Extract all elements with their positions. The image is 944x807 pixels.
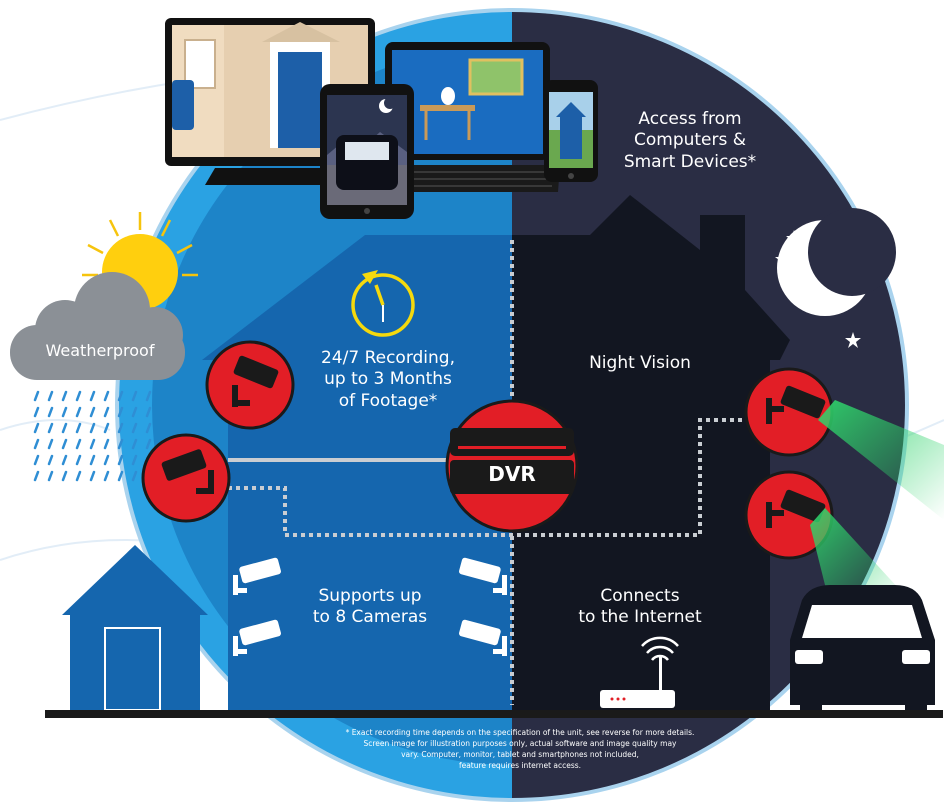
camera-badge-right-lower	[744, 470, 834, 560]
clock-icon	[351, 270, 415, 337]
recording-label: 24/7 Recording, up to 3 Months of Footag…	[320, 348, 455, 411]
indoor-cameras	[233, 557, 507, 656]
house	[202, 195, 790, 710]
weatherproof-label: Weatherproof	[45, 341, 155, 360]
night-vision-label: Night Vision	[589, 353, 691, 373]
access-label: Access from Computers & Smart Devices*	[623, 109, 757, 172]
internet-label: Connects to the Internet	[578, 586, 702, 628]
cloud-icon	[10, 272, 185, 380]
rain-icon	[33, 390, 152, 482]
smartphone-icon	[544, 80, 598, 182]
camera-icon	[233, 557, 281, 595]
footnote: * Exact recording time depends on the sp…	[345, 728, 695, 770]
router-icon	[600, 636, 679, 708]
cameras-label: Supports up to 8 Cameras	[312, 586, 428, 628]
camera-badge-left-upper	[205, 340, 295, 430]
dvr-badge	[445, 399, 579, 533]
laptop-icon	[356, 42, 560, 192]
camera-icon	[459, 557, 507, 595]
shed-icon	[62, 545, 208, 711]
camera-icon	[232, 355, 279, 407]
star-icon	[775, 230, 861, 348]
tablet-icon	[320, 84, 414, 219]
moon-icon	[777, 208, 896, 316]
camera-icon	[161, 449, 214, 494]
dvr-label: DVR	[488, 462, 536, 486]
camera-badge-right-upper	[744, 367, 834, 457]
car-icon	[790, 585, 935, 711]
night-vision-beams	[810, 400, 944, 605]
camera-icon	[766, 489, 826, 528]
camera-icon	[233, 619, 281, 656]
camera-icon	[766, 385, 826, 424]
ground-line	[45, 710, 943, 718]
camera-badge-left-lower	[141, 433, 231, 523]
camera-icon	[459, 619, 507, 656]
